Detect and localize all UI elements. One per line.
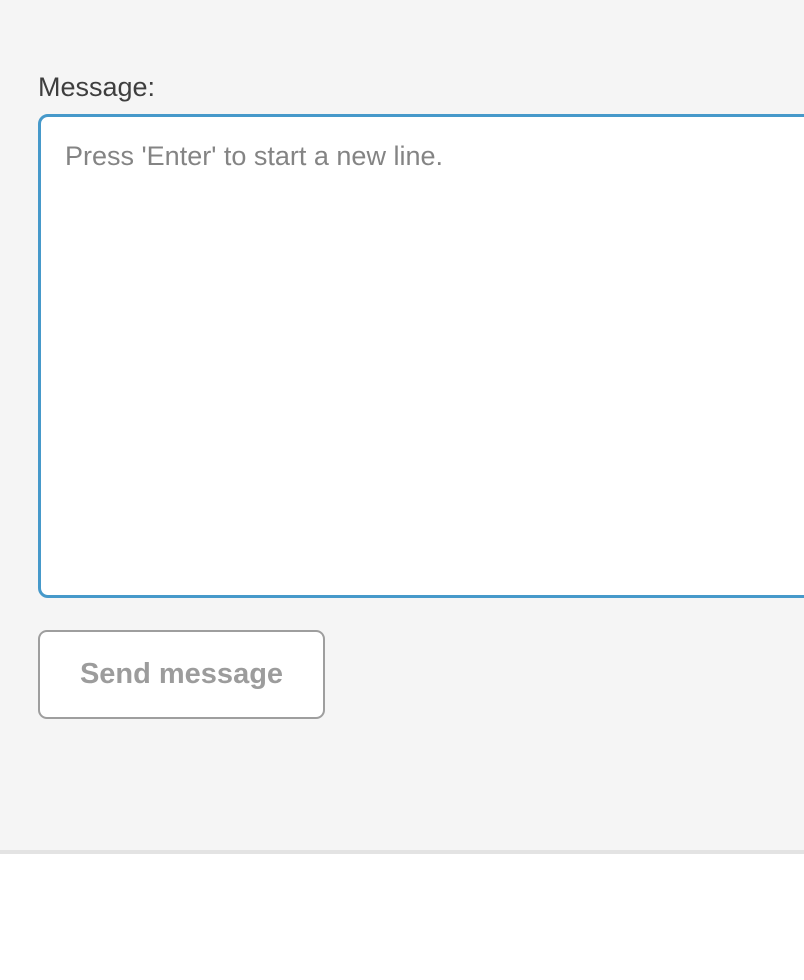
message-input[interactable] [38,114,804,598]
send-message-button[interactable]: Send message [38,630,325,719]
message-label: Message: [38,72,156,102]
divider [0,850,804,854]
lower-content-area [0,854,804,980]
message-form-panel: Message: Send message [38,72,804,719]
